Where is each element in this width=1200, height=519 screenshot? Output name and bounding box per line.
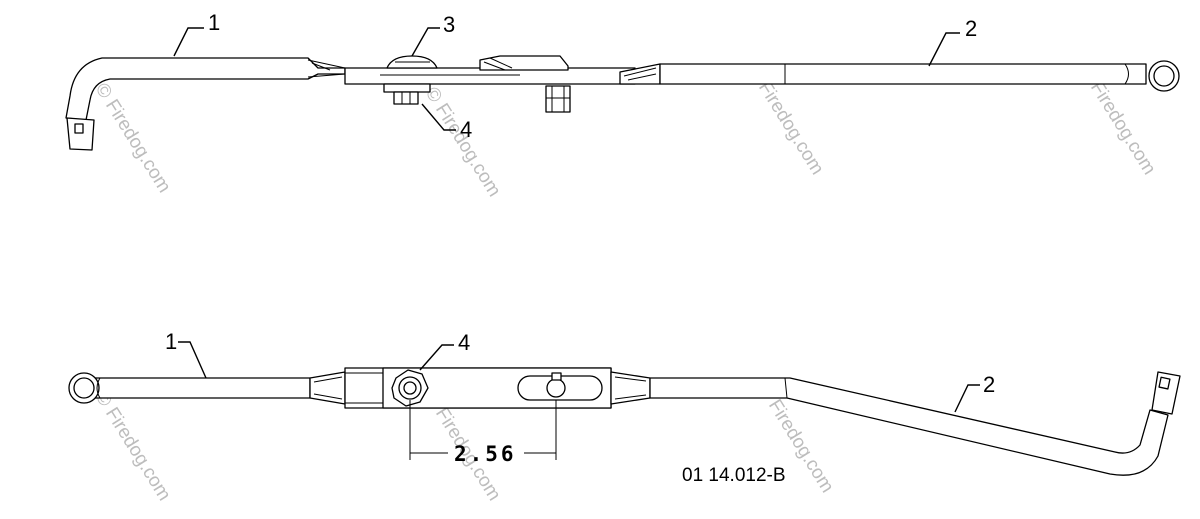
nut-part-4-bottom [391, 369, 429, 407]
callout-4-bottom: 4 [458, 330, 470, 355]
callout-2-top: 2 [965, 16, 977, 41]
rod-part-2-bottom [649, 371, 1181, 476]
callout-4-top: 4 [460, 117, 472, 142]
rod-part-1-bottom [68, 371, 346, 405]
dimension-2-56: 2.56 [409, 400, 557, 466]
callout-2-bottom: 2 [983, 372, 995, 397]
connector-plate-bottom [344, 367, 651, 409]
rod-part-2-top [659, 60, 1180, 92]
callouts-top: 1 2 3 4 [173, 10, 977, 142]
top-view: 1 2 3 4 [65, 10, 1180, 151]
watermark: © Firedog.com [421, 84, 505, 201]
rod-part-1-top [65, 57, 346, 151]
callout-3-top: 3 [443, 12, 455, 37]
watermark: © Firedog.com [91, 80, 175, 197]
watermark: © Firedog.com [91, 388, 175, 505]
stud-block-top [545, 85, 571, 113]
callout-1-top: 1 [208, 10, 220, 35]
callout-1-bottom: 1 [165, 329, 177, 354]
drawing-number: 01 14.012-B [682, 465, 786, 486]
nut-part-4-top [383, 83, 431, 105]
bolt-part-3-top [386, 55, 438, 69]
connector-plate-top [344, 55, 661, 85]
bottom-view: 2.56 1 4 2 01 14.012-B [68, 329, 1181, 486]
callouts-bottom: 1 4 2 [165, 329, 995, 413]
dimension-label: 2.56 [454, 442, 517, 466]
